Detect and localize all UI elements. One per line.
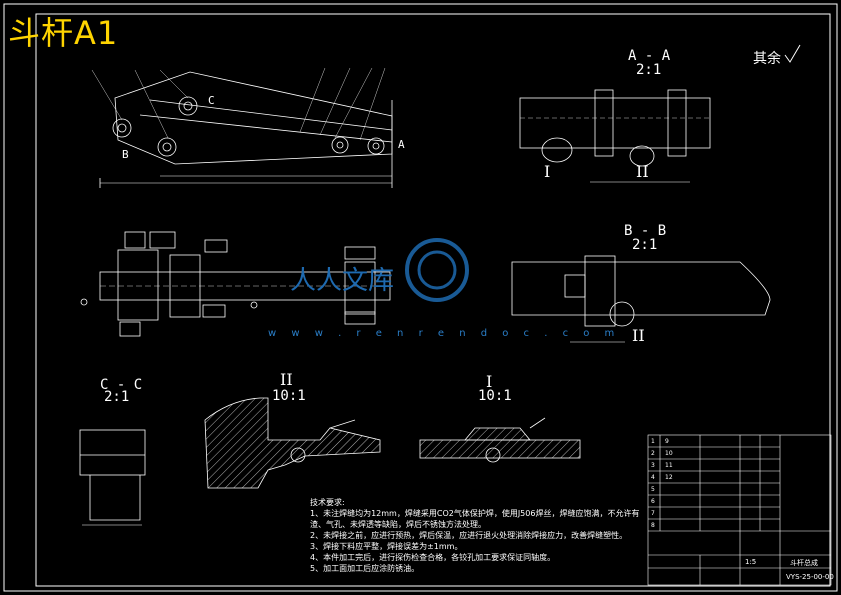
tb-row-num: 8 (651, 522, 655, 529)
technical-notes: 技术要求: 1、未注焊缝均为12mm，焊缝采用CO2气体保护焊，使用J506焊丝… (310, 497, 640, 574)
section-aa-scale: 2:1 (636, 62, 662, 78)
view-mark-b: B (122, 148, 129, 161)
roughness-symbol (784, 44, 801, 63)
note-line: 2、未焊接之前，应进行预热，焊后保温，应进行退火处理消除焊接应力，改善焊缝塑性。 (310, 531, 628, 540)
section-cc-scale: 2:1 (104, 389, 130, 405)
note-line: 3、焊接下料应平整，焊接误差为±1mm。 (310, 542, 463, 551)
title-block-grid (647, 434, 832, 586)
scale-value: 1:5 (745, 558, 757, 566)
detail-ii-label: II (280, 370, 293, 389)
section-cc-label: C - C (100, 377, 143, 393)
note-line: 渣、气孔、未焊透等缺陷，焊后不锈蚀方法处理。 (310, 520, 486, 529)
section-aa (519, 89, 711, 183)
section-bb-scale: 2:1 (632, 237, 658, 253)
watermark-logo (405, 238, 469, 302)
tb-row-num: 10 (665, 450, 673, 457)
section-bb-label: B - B (624, 223, 667, 239)
detail-i-label: I (486, 372, 493, 391)
note-line: 1、未注焊缝均为12mm，焊缝采用CO2气体保护焊，使用J506焊丝，焊缝应饱满… (310, 509, 640, 518)
section-bb-detail: II (632, 326, 645, 345)
detail-ii-view (204, 397, 381, 489)
notes-heading: 技术要求: (310, 498, 345, 507)
section-aa-label: A - A (628, 48, 671, 64)
tb-row-num: 2 (651, 450, 655, 457)
part-name: 斗杆总成 (790, 559, 818, 567)
tb-row-num: 9 (665, 438, 669, 445)
note-line: 4、本件加工完后，进行探伤检查合格，各铰孔加工要求保证同轴度。 (310, 553, 556, 562)
detail-ii-scale: 10:1 (272, 388, 306, 404)
tb-row-num: 11 (665, 462, 673, 469)
main-side-view (91, 67, 393, 188)
sheet-border (3, 3, 838, 592)
view-mark-a: A (398, 138, 405, 151)
roughness-note: 其余 (753, 51, 781, 67)
watermark-url: w w w . r e n r e n d o c . c o m (268, 328, 621, 339)
tb-row-num: 3 (651, 462, 655, 469)
section-cc (79, 429, 146, 526)
detail-i-view (419, 417, 581, 463)
tb-row-num: 6 (651, 498, 655, 505)
note-line: 5、加工面加工后应涂防锈油。 (310, 564, 420, 573)
tb-row-num: 5 (651, 486, 655, 493)
watermark-brand: 人人文库 (290, 266, 395, 296)
tb-row-num: 7 (651, 510, 655, 517)
section-aa-detail-ii: II (636, 162, 649, 181)
view-mark-c: C (208, 94, 215, 107)
drawing-title: 斗杆A1 (8, 14, 119, 52)
plan-view (80, 231, 391, 337)
frame-border (35, 13, 831, 587)
section-bb (511, 255, 771, 343)
tb-row-num: 4 (651, 474, 655, 481)
drawing-number: VYS-25-00-00 (786, 573, 834, 581)
tb-row-num: 12 (665, 474, 673, 481)
section-aa-detail-i: I (544, 162, 551, 181)
detail-i-scale: 10:1 (478, 388, 512, 404)
tb-row-num: 1 (651, 438, 655, 445)
